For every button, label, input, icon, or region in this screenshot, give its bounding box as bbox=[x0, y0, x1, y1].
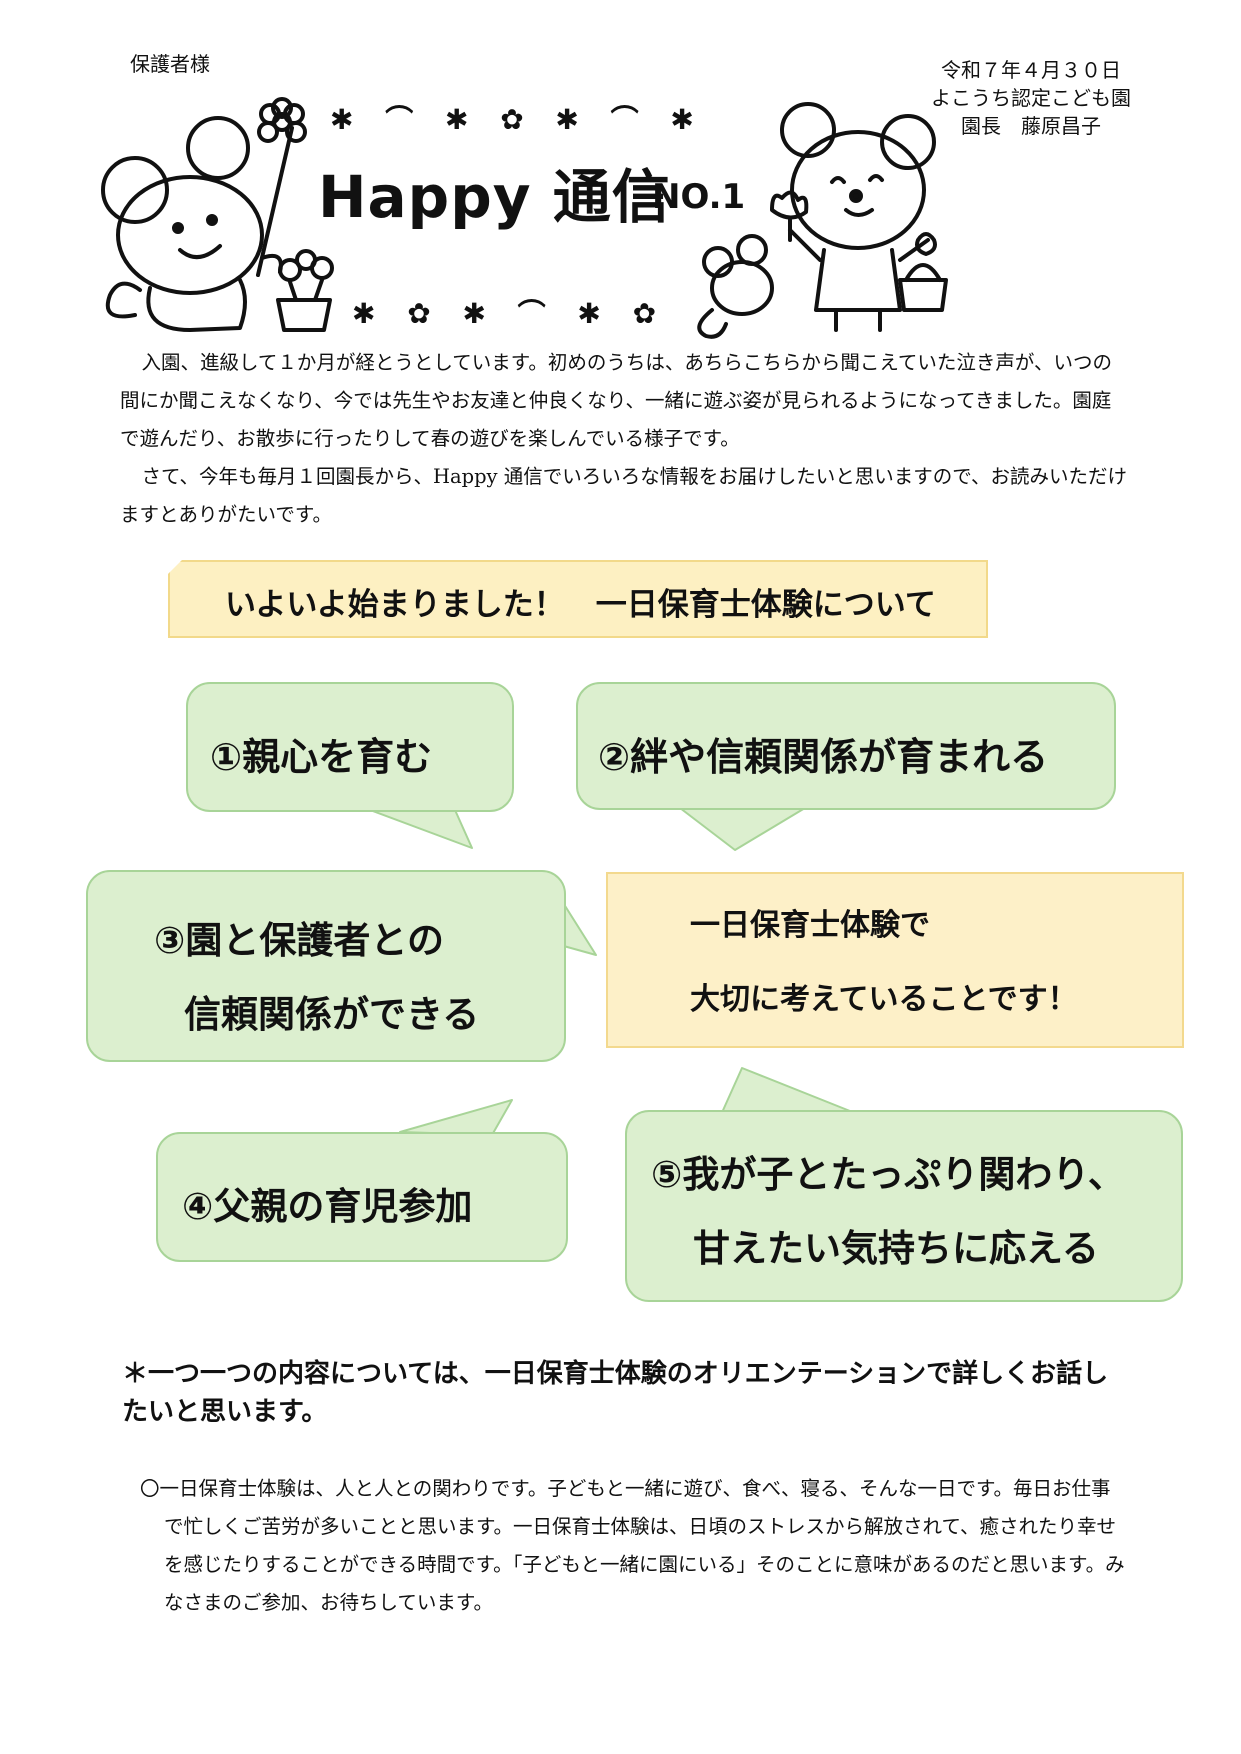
asterisk-icon: ✱ bbox=[330, 103, 354, 136]
flower-icon bbox=[257, 97, 307, 143]
point-bubble-2: ②絆や信頼関係が育まれる bbox=[576, 682, 1116, 810]
point-bubble-3: ③園と保護者との 信頼関係ができる bbox=[86, 870, 566, 1062]
point-bubble-5: ⑤我が子とたっぷり関わり、 甘えたい気持ちに応える bbox=[625, 1110, 1183, 1302]
intro-paragraph: 入園、進級して１か月が経とうとしています。初めのうちは、あちらこちらから聞こえて… bbox=[120, 351, 1112, 450]
right-mouse-icon bbox=[780, 102, 936, 332]
newsletter-title: Happy 通信 bbox=[318, 163, 671, 231]
intro-text: 入園、進級して１か月が経とうとしています。初めのうちは、あちらこちらから聞こえて… bbox=[120, 344, 1130, 534]
section-banner-text: いよいよ始まりました！ 一日保育士体験について bbox=[225, 587, 936, 623]
asterisk-icon: ✱ bbox=[444, 103, 469, 136]
center-text: 大切に考えていることです！ bbox=[690, 982, 1078, 1017]
point-bubble-1: ①親心を育む bbox=[186, 682, 514, 812]
point-text: ②絆や信頼関係が育まれる bbox=[598, 735, 1049, 779]
point-text: 信頼関係ができる bbox=[184, 993, 480, 1036]
intro-paragraph: さて、今年も毎月１回園長から、Happy 通信でいろいろな情報をお届けしたいと思… bbox=[120, 465, 1127, 526]
principal-name: 園長 藤原昌子 bbox=[961, 114, 1101, 138]
section-banner bbox=[168, 560, 988, 638]
letter-meta: 令和７年４月３０日 よこうち認定こども園 園長 藤原昌子 bbox=[911, 56, 1151, 140]
flower-pot-icon bbox=[276, 249, 334, 332]
point-text: ①親心を育む bbox=[210, 735, 433, 779]
issue-number: NO.1 bbox=[652, 177, 746, 217]
tulip-icon: ⌒ bbox=[385, 103, 414, 136]
point-text: ③園と保護者との bbox=[154, 919, 444, 962]
tulip-icon: ⌒ bbox=[610, 103, 639, 136]
tulip-icon bbox=[770, 190, 809, 242]
point-text: ④父親の育児参加 bbox=[182, 1185, 473, 1228]
center-highlight-box: 一日保育士体験で 大切に考えていることです！ bbox=[606, 872, 1184, 1048]
decoration-row-bottom: ✱ ✿ ✱ ⌒ ✱ ✿ bbox=[352, 292, 678, 332]
basket-icon bbox=[898, 232, 948, 312]
asterisk-icon: ✱ bbox=[577, 297, 601, 330]
asterisk-icon: ✱ bbox=[462, 297, 486, 330]
organization-name: よこうち認定こども園 bbox=[931, 86, 1131, 110]
tulip-icon: ⌒ bbox=[517, 297, 546, 330]
addressee: 保護者様 bbox=[130, 52, 210, 76]
asterisk-icon: ✱ bbox=[670, 103, 694, 136]
flower-icon: ✿ bbox=[500, 103, 524, 136]
closing-text: 〇一日保育士体験は、人と人との関わりです。子どもと一緒に遊び、食べ、寝る、そんな… bbox=[140, 1470, 1130, 1622]
flower-icon: ✿ bbox=[407, 297, 431, 330]
decoration-row-top: ✱ ⌒ ✱ ✿ ✱ ⌒ ✱ bbox=[330, 98, 716, 138]
point-text: ⑤我が子とたっぷり関わり、 bbox=[651, 1153, 1125, 1196]
asterisk-icon: ✱ bbox=[555, 103, 579, 136]
point-bubble-4: ④父親の育児参加 bbox=[156, 1132, 568, 1262]
asterisk-icon: ✱ bbox=[352, 297, 376, 330]
masthead-illustration bbox=[101, 97, 948, 339]
flower-icon: ✿ bbox=[632, 297, 657, 330]
small-mouse-icon bbox=[697, 234, 774, 339]
orientation-note: ＊一つ一つの内容については、一日保育士体験のオリエンテーションで詳しくお話したい… bbox=[122, 1359, 1109, 1427]
point-text: 甘えたい気持ちに応える bbox=[693, 1227, 1099, 1270]
left-mouse-icon bbox=[101, 116, 294, 332]
issue-date: 令和７年４月３０日 bbox=[941, 58, 1121, 82]
center-text: 一日保育士体験で bbox=[690, 908, 930, 943]
closing-paragraph: 〇一日保育士体験は、人と人との関わりです。子どもと一緒に遊び、食べ、寝る、そんな… bbox=[140, 1477, 1125, 1614]
